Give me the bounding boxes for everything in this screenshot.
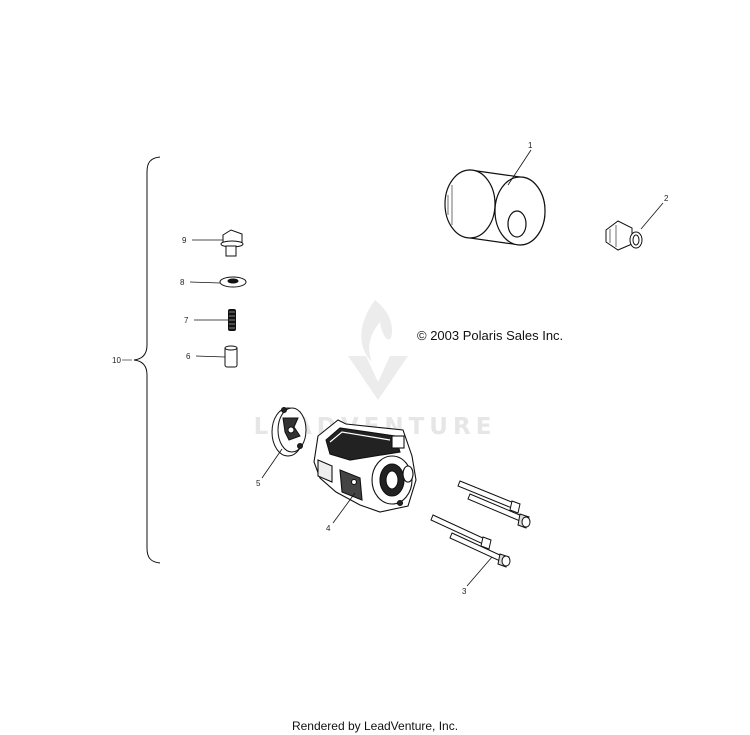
callout-10: 10: [112, 356, 121, 365]
part-9-bolt: [220, 229, 244, 257]
bolt-3a: [457, 480, 521, 514]
leader-6: [195, 355, 226, 358]
bolt-3b: [467, 493, 531, 529]
callout-6: 6: [186, 352, 191, 361]
callout-5: 5: [256, 479, 261, 488]
leader-1: [507, 149, 532, 186]
part-5-rotor: [271, 407, 307, 457]
leader-5: [261, 448, 283, 479]
part-2-fitting: [605, 220, 643, 251]
callout-3: 3: [462, 587, 467, 596]
footer-credit: Rendered by LeadVenture, Inc.: [291, 719, 459, 733]
copyright-text: © 2003 Polaris Sales Inc.: [417, 328, 563, 343]
leader-3: [466, 556, 493, 587]
part-6-pin: [224, 345, 238, 368]
callout-7: 7: [184, 316, 189, 325]
leader-2: [640, 202, 664, 230]
callout-4: 4: [326, 524, 331, 533]
bolt-3d: [449, 532, 511, 568]
callout-8: 8: [180, 278, 185, 287]
part-7-spring: [228, 309, 236, 331]
callout-2: 2: [664, 194, 669, 203]
assembly-bracket: [133, 156, 161, 564]
part-3-bolts: [430, 480, 531, 568]
callout-1: 1: [528, 141, 533, 150]
leader-8: [189, 281, 221, 284]
callout-9: 9: [182, 236, 187, 245]
watermark-logo: [348, 300, 408, 400]
part-4-pump-housing: [313, 419, 417, 513]
bolt-3c: [430, 514, 492, 550]
leader-4: [332, 492, 356, 524]
part-1-oil-filter: [444, 169, 546, 246]
part-8-washer: [219, 276, 247, 288]
